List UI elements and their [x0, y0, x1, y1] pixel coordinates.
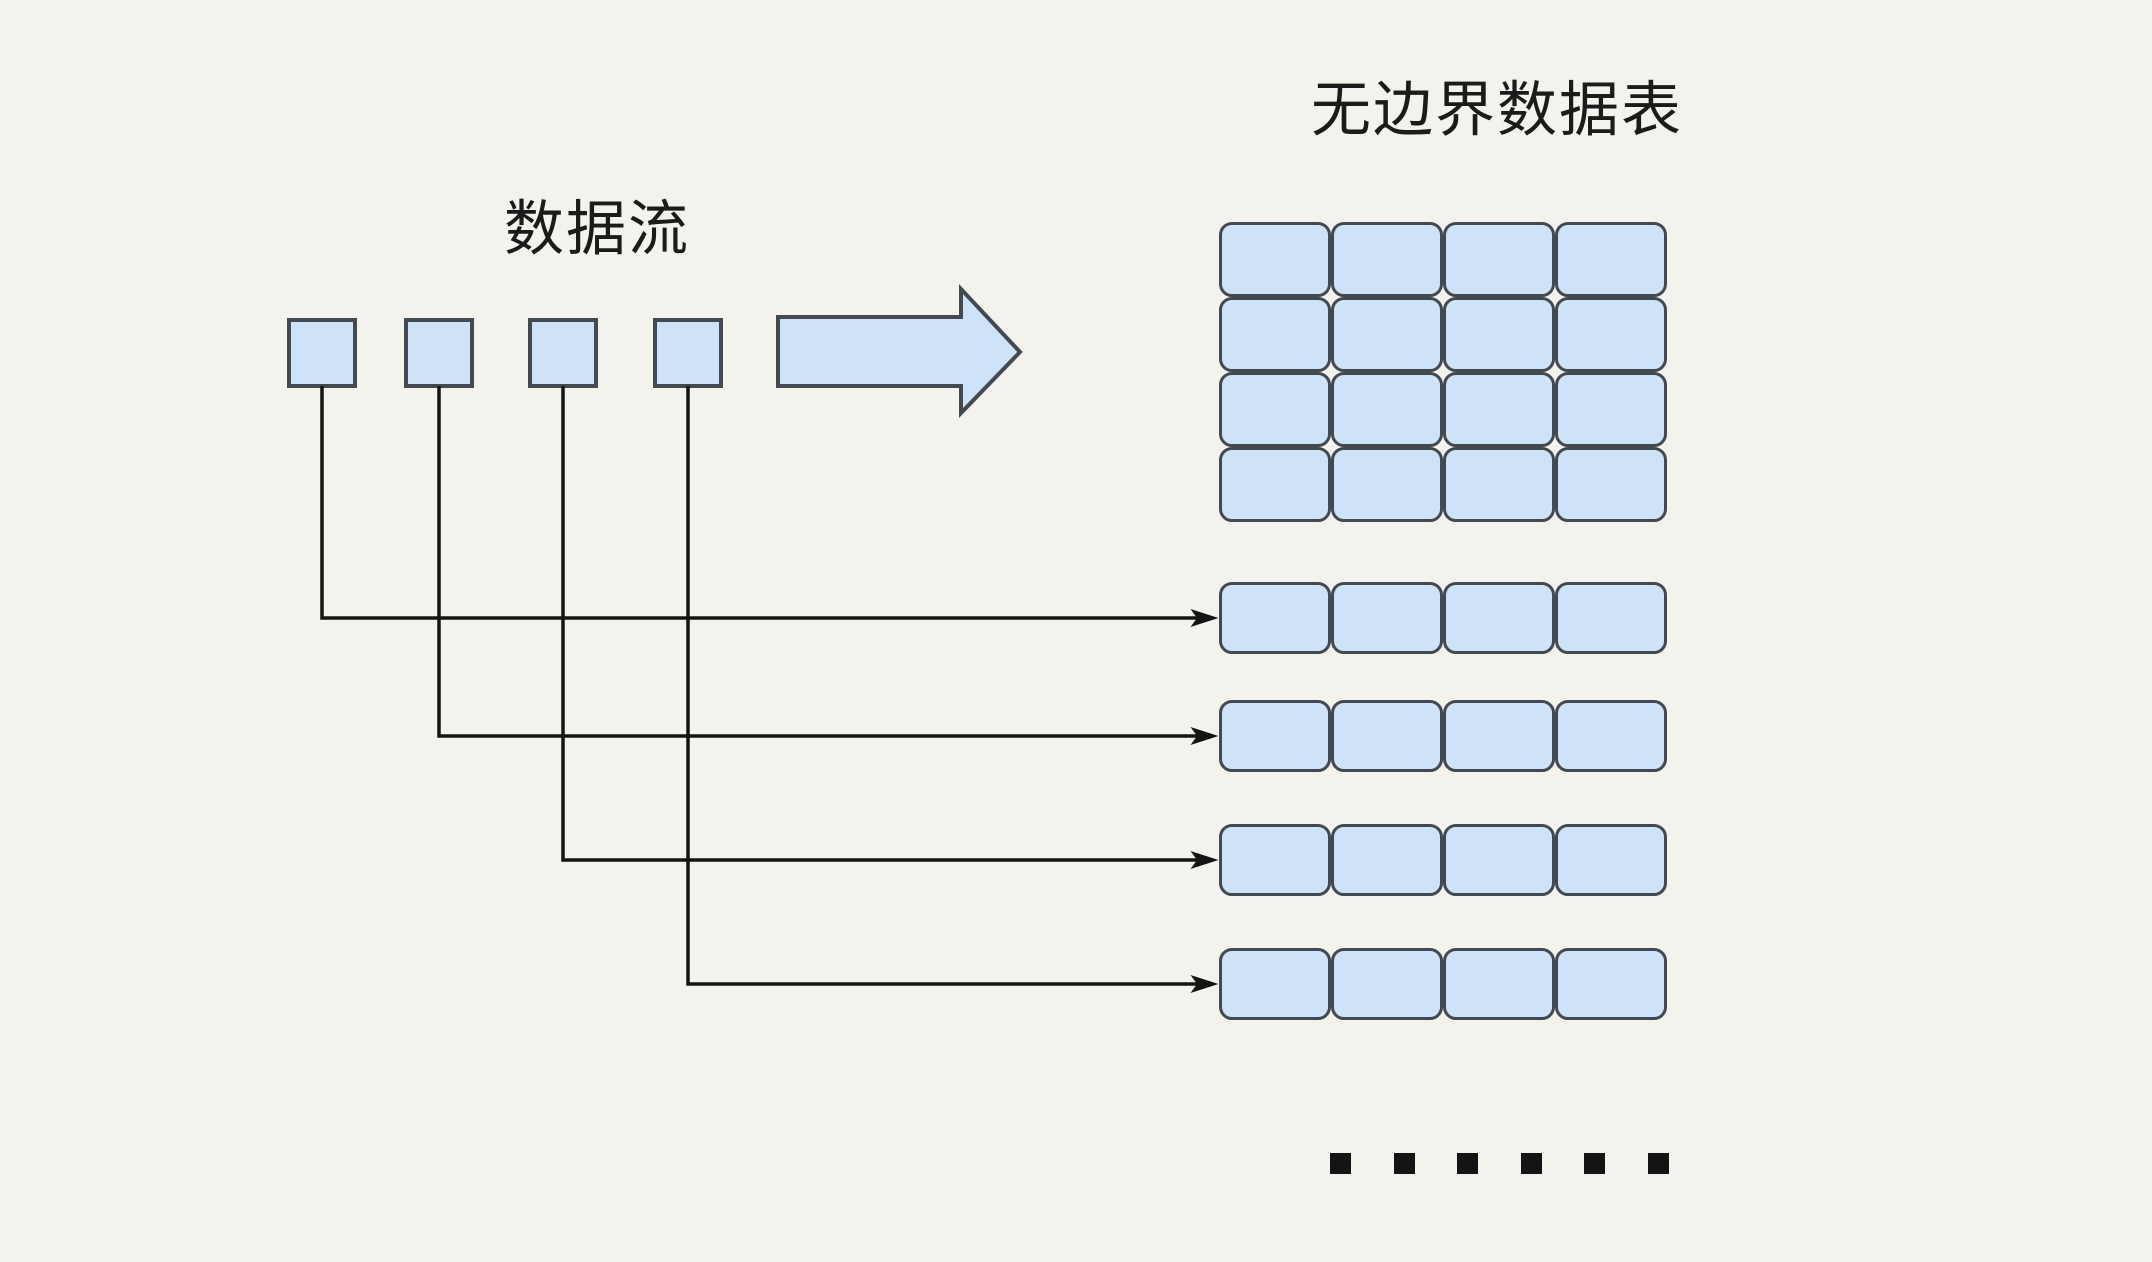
grid-cell	[1555, 222, 1667, 297]
grid-cell	[1443, 222, 1555, 297]
ellipsis-dot	[1330, 1153, 1351, 1174]
grid-cell	[1443, 447, 1555, 522]
row-cell	[1331, 582, 1443, 654]
row-cell	[1219, 700, 1331, 772]
connector-lines	[320, 386, 1219, 993]
connector-line	[437, 386, 1219, 745]
grid-cell	[1219, 447, 1331, 522]
grid-cell	[1555, 447, 1667, 522]
unbounded-table-label: 无边界数据表	[1311, 76, 1683, 144]
row-cell	[1331, 948, 1443, 1020]
connector-line	[561, 386, 1219, 869]
stream-square	[528, 318, 598, 388]
grid-cell	[1219, 372, 1331, 447]
ellipsis-dot	[1457, 1153, 1478, 1174]
row-cell	[1219, 582, 1331, 654]
grid-cell	[1331, 447, 1443, 522]
row-cell	[1443, 824, 1555, 896]
stream-square	[653, 318, 723, 388]
ellipsis-dot	[1393, 1153, 1415, 1174]
stream-label: 数据流	[504, 195, 690, 263]
flow-arrow-icon	[776, 283, 1023, 418]
ellipsis-dot	[1647, 1153, 1669, 1174]
grid-cell	[1219, 297, 1331, 372]
row-cell	[1331, 824, 1443, 896]
grid-cell	[1443, 372, 1555, 447]
row-cell	[1443, 700, 1555, 772]
grid-cell	[1331, 222, 1443, 297]
stream-square	[287, 318, 357, 388]
grid-cell	[1331, 372, 1443, 447]
grid-cell	[1555, 372, 1667, 447]
row-cell	[1331, 700, 1443, 772]
connector-line	[686, 386, 1219, 993]
row-cell	[1443, 582, 1555, 654]
grid-cell	[1331, 297, 1443, 372]
ellipsis-dot	[1520, 1153, 1542, 1174]
grid-cell	[1443, 297, 1555, 372]
row-cell	[1219, 948, 1331, 1020]
ellipsis-dot	[1584, 1153, 1605, 1174]
row-cell	[1555, 582, 1667, 654]
row-cell	[1555, 948, 1667, 1020]
grid-cell	[1555, 297, 1667, 372]
stream-square	[404, 318, 474, 388]
connector-line	[320, 386, 1219, 627]
grid-cell	[1219, 222, 1331, 297]
row-cell	[1219, 824, 1331, 896]
row-cell	[1443, 948, 1555, 1020]
row-cell	[1555, 700, 1667, 772]
row-cell	[1555, 824, 1667, 896]
